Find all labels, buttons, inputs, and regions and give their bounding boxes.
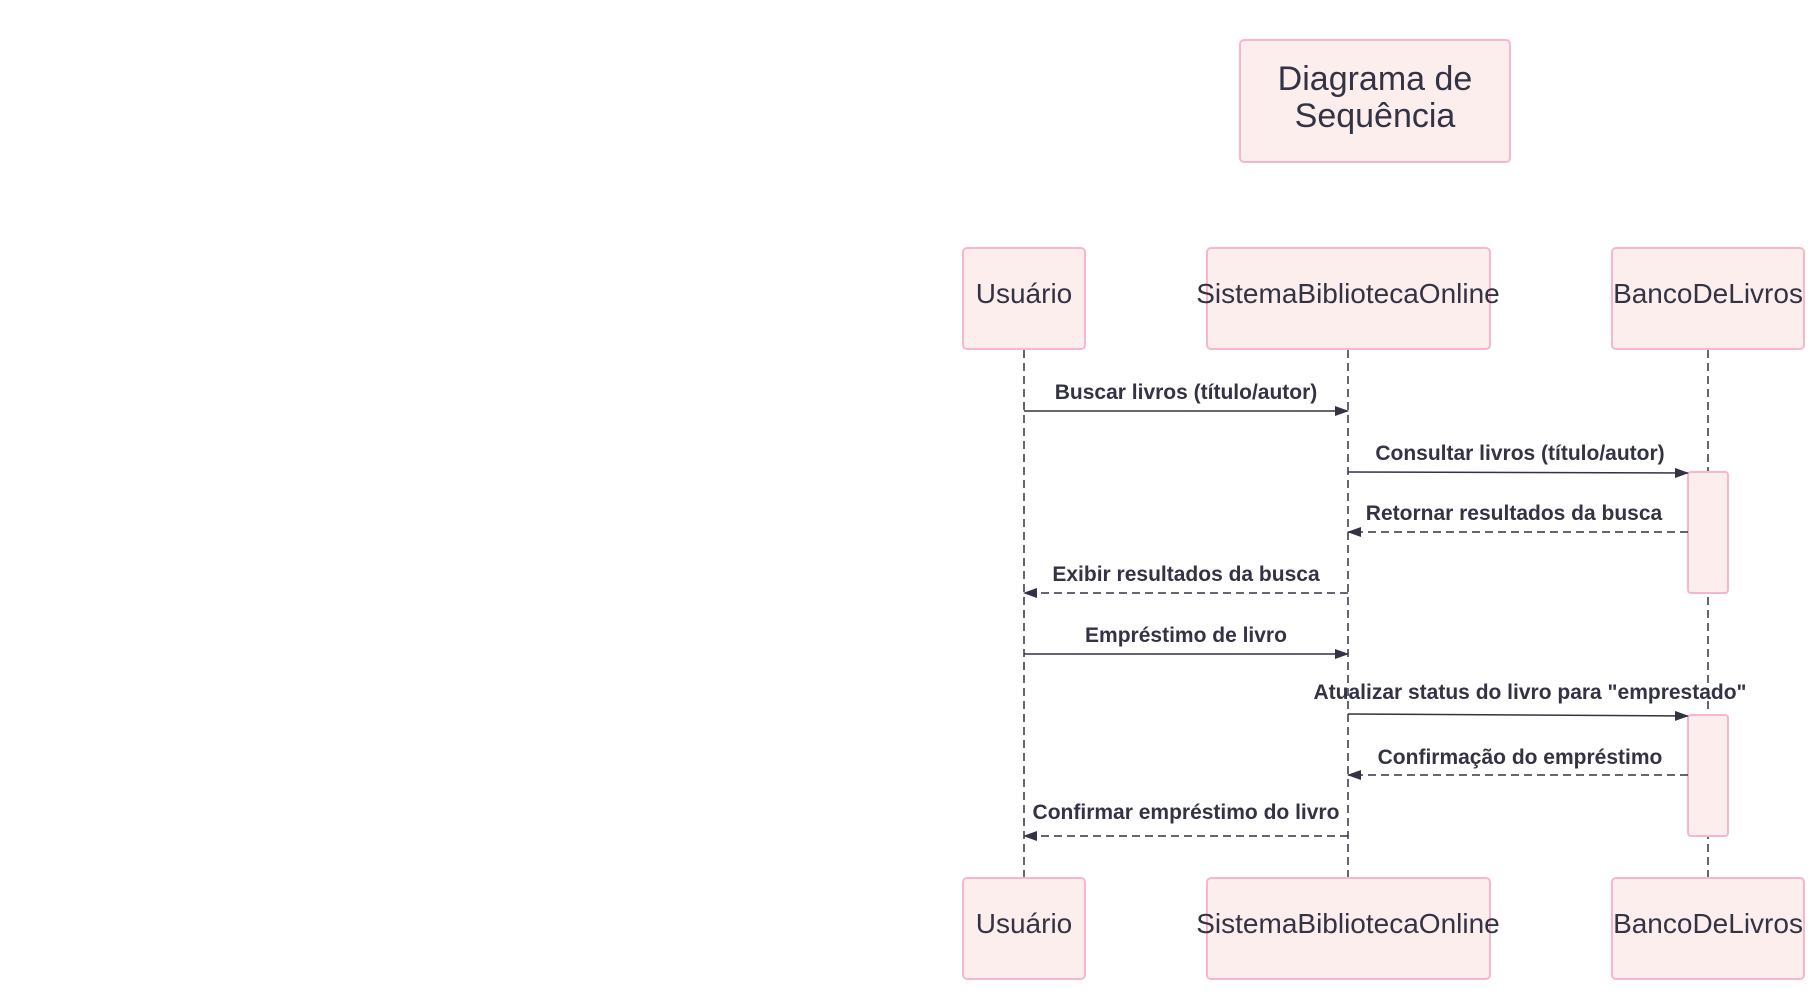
message-exibir-resultados: Exibir resultados da busca [1023,563,1348,598]
participant-sistema-bottom: SistemaBibliotecaOnline [1196,877,1500,980]
title-line-2: Sequência [1295,97,1456,135]
participant-label: BancoDeLivros [1613,908,1803,939]
message-label: Empréstimo de livro [1085,624,1287,647]
message-confirmacao-emprestimo: Confirmação do empréstimo [1347,746,1688,780]
participant-box [1206,247,1491,350]
participant-usuario-top: Usuário [962,247,1086,350]
title-line-1: Diagrama de [1278,60,1473,98]
participant-label: Usuário [976,908,1072,939]
message-label: Exibir resultados da busca [1052,563,1320,586]
participant-box [962,877,1086,980]
participant-usuario-bottom: Usuário [962,877,1086,980]
message-arrow [1347,710,1689,721]
participant-label: SistemaBibliotecaOnline [1196,908,1500,939]
participant-label: BancoDeLivros [1613,278,1803,309]
participant-box [1206,877,1491,980]
message-retornar-resultados: Retornar resultados da busca [1347,502,1688,537]
message-buscar-livros: Buscar livros (título/autor) [1024,381,1349,416]
participant-banco-top: BancoDeLivros [1611,247,1805,350]
message-confirmar-emprestimo: Confirmar empréstimo do livro [1023,801,1348,841]
message-atualizar-status: Atualizar status do livro para "empresta… [1313,681,1747,721]
message-consultar-livros: Consultar livros (título/autor) [1347,442,1689,478]
message-label: Confirmar empréstimo do livro [1033,801,1340,824]
message-emprestimo-livro: Empréstimo de livro [1024,624,1349,659]
participant-box [962,247,1086,350]
participant-label: SistemaBibliotecaOnline [1196,278,1500,309]
message-label: Buscar livros (título/autor) [1055,381,1318,404]
participant-label: Usuário [976,278,1072,309]
participant-box [1611,877,1805,980]
message-label: Atualizar status do livro para "empresta… [1313,681,1746,704]
participant-banco-bottom: BancoDeLivros [1611,877,1805,980]
activation-bar-banco-query [1687,471,1729,594]
message-label: Confirmação do empréstimo [1378,746,1663,769]
participant-box [1611,247,1805,350]
activation-bar-banco-update [1687,714,1729,837]
diagram-title: Diagrama de Sequência [1239,39,1511,163]
title-box [1239,39,1511,163]
message-arrow [1347,467,1689,478]
participant-sistema-top: SistemaBibliotecaOnline [1196,247,1500,350]
message-label: Retornar resultados da busca [1366,502,1663,525]
message-label: Consultar livros (título/autor) [1375,442,1664,465]
